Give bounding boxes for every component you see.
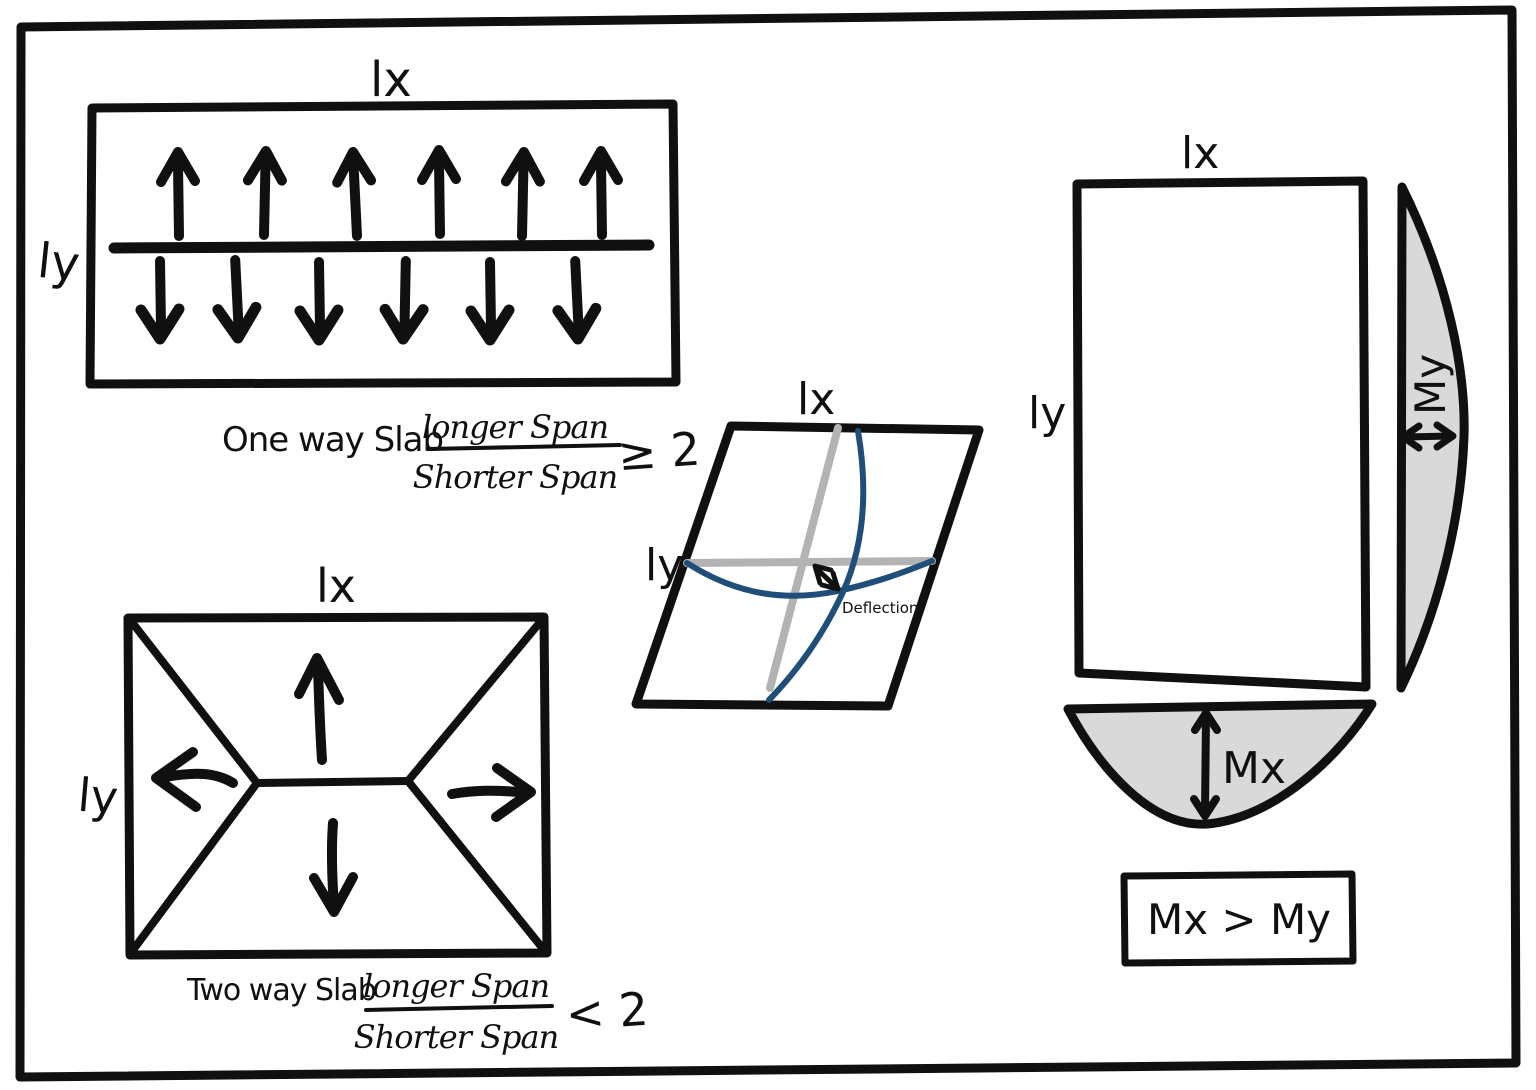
- moment-diagram-panel: lx ly My Mx Mx > My: [1028, 128, 1469, 967]
- one-way-slab-diagram: lx ly One way Slab longer Span Shorter S…: [35, 52, 702, 496]
- one-way-ratio-denominator: Shorter Span: [413, 458, 617, 496]
- moment-mx-diagram: Mx: [1063, 699, 1377, 829]
- two-way-ratio-denominator: Shorter Span: [354, 1018, 558, 1056]
- two-way-ratio-formula: longer Span Shorter Span < 2: [354, 967, 650, 1056]
- span-direction-arrow-left: [151, 747, 238, 812]
- two-way-slab-outline: [123, 612, 552, 960]
- one-way-slab-outline: [85, 99, 681, 389]
- undeflected-strip-horizontal: [683, 557, 936, 567]
- moment-ly-label: ly: [1028, 388, 1066, 439]
- one-way-ratio-numerator: longer Span: [422, 408, 608, 446]
- mx-moment-shape: [1063, 699, 1377, 829]
- deflection-double-arrow: [812, 563, 841, 592]
- mx-label: Mx: [1222, 743, 1286, 794]
- span-direction-arrow-right: [447, 763, 536, 822]
- two-way-slab-diagram: lx ly Two way Slab longer Span: [76, 559, 650, 1056]
- load-arrows-up: [161, 150, 618, 237]
- two-way-caption: Two way Slab: [186, 973, 376, 1008]
- two-way-lx-label: lx: [316, 559, 356, 613]
- one-way-ratio-relation: ≥ 2: [616, 422, 702, 482]
- load-arrows-down: [141, 259, 597, 340]
- deflection-annotation: Deflection: [842, 599, 918, 617]
- moment-lx-label: lx: [1181, 128, 1219, 179]
- one-way-lx-label: lx: [370, 52, 412, 108]
- skewed-slab-outline: [631, 421, 984, 711]
- mx-double-arrow: [1190, 709, 1221, 820]
- deflected-strip-vertical: [766, 428, 867, 703]
- conclusion-text: Mx > My: [1147, 895, 1331, 944]
- conclusion-box-outline: [1120, 870, 1357, 967]
- moment-my-diagram: My: [1396, 182, 1469, 693]
- two-way-ly-label: ly: [76, 768, 121, 825]
- moment-slab-outline: [1072, 176, 1371, 692]
- yield-line-pattern: [127, 617, 548, 954]
- one-way-caption: One way Slab: [222, 420, 443, 460]
- one-way-ly-label: ly: [35, 233, 82, 293]
- one-way-fraction-bar: [426, 443, 622, 451]
- outer-frame: [15, 5, 1521, 1082]
- my-double-arrow: [1399, 421, 1457, 452]
- one-way-center-line: [108, 239, 655, 254]
- one-way-ratio-formula: longer Span Shorter Span ≥ 2: [413, 408, 702, 496]
- deflection-lx-label: lx: [797, 374, 835, 425]
- span-direction-arrow-down: [309, 818, 358, 917]
- my-label: My: [1406, 354, 1455, 415]
- deflection-diagram: lx ly Deflection: [631, 374, 984, 711]
- deflected-strip-horizontal: [684, 558, 935, 599]
- two-way-ratio-numerator: longer Span: [363, 967, 549, 1005]
- two-way-fraction-bar: [364, 1004, 554, 1012]
- span-direction-arrow-up: [294, 653, 344, 765]
- two-way-ratio-relation: < 2: [564, 982, 650, 1042]
- conclusion-box: Mx > My: [1120, 870, 1357, 967]
- undeflected-strip-vertical: [766, 424, 842, 692]
